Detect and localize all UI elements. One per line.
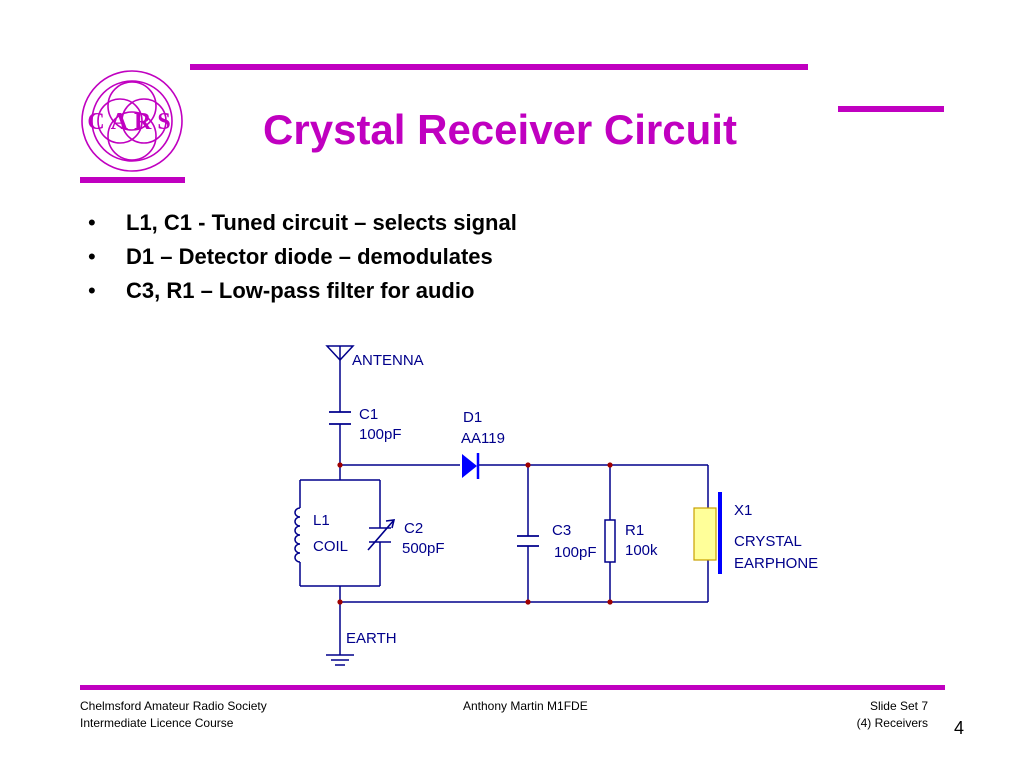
- footer-author: Anthony Martin M1FDE: [463, 699, 588, 713]
- c1-value-label: 100pF: [359, 426, 402, 443]
- slide-title: Crystal Receiver Circuit: [263, 106, 737, 153]
- d1-name-label: D1: [463, 409, 482, 426]
- bullet-item: •L1, C1 - Tuned circuit – selects signal: [88, 210, 517, 235]
- bullet-item: •C3, R1 – Low-pass filter for audio: [88, 278, 475, 303]
- d1-value-label: AA119: [461, 430, 505, 447]
- earth-symbol: [326, 654, 354, 666]
- footer-society: Chelmsford Amateur Radio Society: [80, 699, 267, 713]
- footer-right: Slide Set 7 (4) Receivers: [760, 698, 928, 732]
- top-accent-bar: [190, 64, 808, 70]
- c3-name-label: C3: [552, 522, 571, 539]
- l1-name-label: L1: [313, 512, 330, 529]
- c2-name-label: C2: [404, 520, 423, 537]
- junction-dots: [337, 462, 613, 605]
- r1-value-label: 100k: [625, 542, 658, 559]
- r1-resistor: [604, 519, 616, 563]
- logo-text: CARS: [87, 109, 176, 135]
- antenna-symbol: [325, 345, 355, 362]
- x1-earphone: [693, 492, 722, 574]
- footer-slide-set: Slide Set 7: [869, 699, 928, 713]
- earth-label: EARTH: [346, 630, 397, 647]
- right-accent-bar: [838, 106, 944, 112]
- bullet-list: •L1, C1 - Tuned circuit – selects signal…: [88, 206, 517, 308]
- r1-name-label: R1: [625, 522, 644, 539]
- bullet-item: •D1 – Detector diode – demodulates: [88, 244, 493, 269]
- x1-line2-label: EARPHONE: [734, 555, 818, 572]
- footer-course: Intermediate Licence Course: [80, 716, 234, 730]
- slide-number: 4: [954, 718, 965, 738]
- d1-diode: [462, 453, 480, 479]
- footer-section: (4) Receivers: [856, 716, 928, 730]
- x1-line1-label: CRYSTAL: [734, 533, 802, 550]
- c1-name-label: C1: [359, 406, 378, 423]
- antenna-label: ANTENNA: [352, 352, 424, 369]
- wires: [299, 346, 709, 655]
- c2-value-label: 500pF: [402, 540, 445, 557]
- logo-underline-bar: [80, 177, 185, 183]
- c1-capacitor: [329, 411, 351, 425]
- cars-logo: CARS: [81, 70, 183, 172]
- footer-divider: [80, 685, 945, 690]
- c3-capacitor: [517, 535, 539, 547]
- l1-value-label: COIL: [313, 538, 348, 555]
- l1-coil: [294, 507, 301, 563]
- c3-value-label: 100pF: [554, 544, 597, 561]
- c2-variable-capacitor: [367, 519, 396, 551]
- x1-name-label: X1: [734, 502, 752, 519]
- footer-left: Chelmsford Amateur Radio Society Interme…: [80, 698, 267, 732]
